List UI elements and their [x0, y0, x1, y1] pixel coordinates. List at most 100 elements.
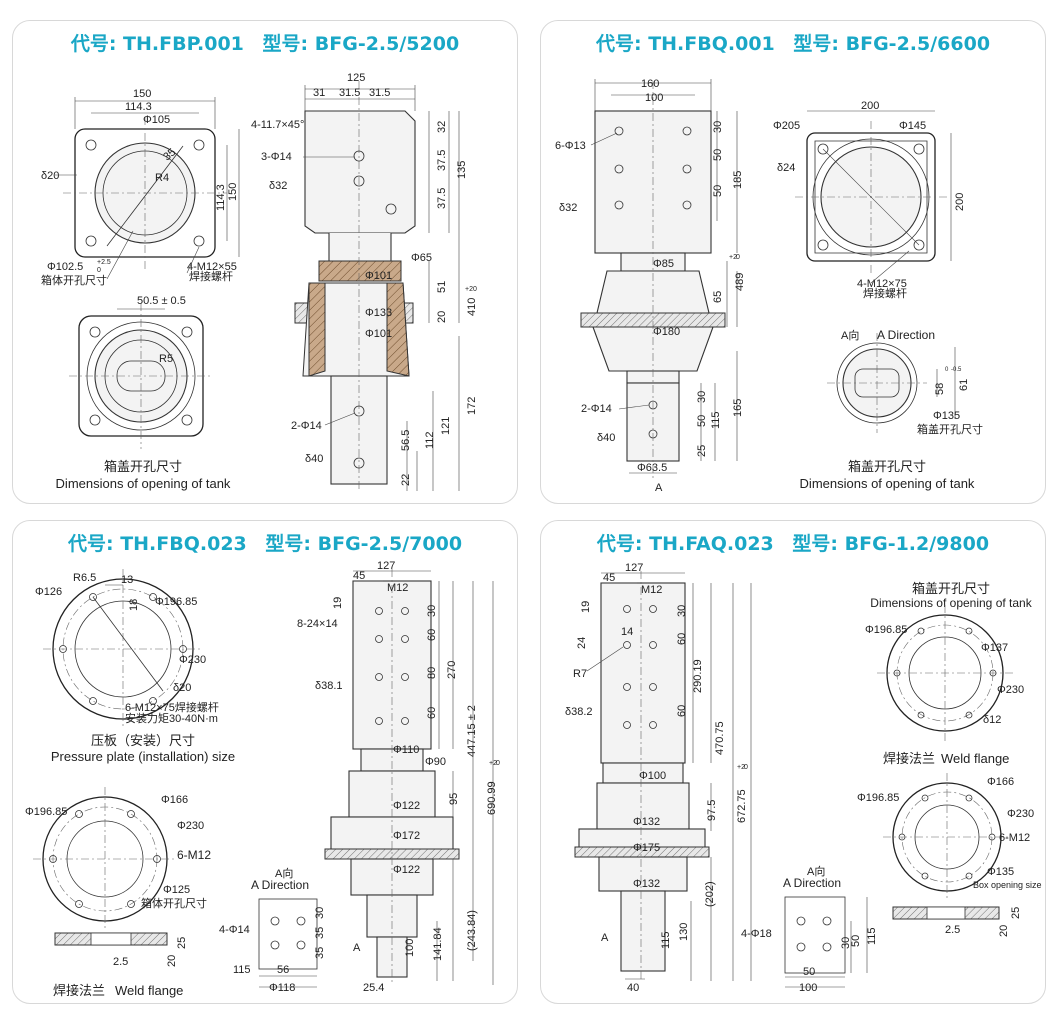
dim-label: Φ135	[933, 410, 960, 422]
dim-label: Φ135	[987, 866, 1014, 878]
dim-label: 470.75	[714, 721, 726, 755]
caption-cn: 箱盖开孔尺寸	[848, 459, 926, 474]
dim-label: 61	[958, 379, 970, 391]
dim-tolerance: +2	[737, 764, 745, 771]
dim-label: 20	[998, 925, 1010, 937]
code-value: TH.FBQ.023	[120, 533, 247, 555]
dim-tolerance: 0	[496, 760, 500, 767]
dim-label: 30	[712, 121, 724, 133]
dim-label: 115	[233, 964, 251, 976]
model-label: 型号:	[793, 33, 839, 55]
dim-label: A	[601, 932, 609, 944]
dim-label: 172	[466, 397, 478, 415]
dim-label: Φ230	[1007, 808, 1034, 820]
dim-label: δ20	[41, 170, 59, 182]
dim-label: 95	[448, 793, 460, 805]
dim-label: Box opening size	[973, 880, 1042, 890]
dim-label: 焊接螺杆	[189, 269, 233, 283]
dim-label: 115	[710, 411, 722, 429]
dim-label: 50.5 ± 0.5	[137, 295, 186, 307]
dim-label: δ32	[559, 202, 577, 214]
dim-label: 45	[603, 572, 615, 584]
dim-label: Φ63.5	[637, 462, 667, 474]
dim-label: 114.3	[215, 184, 227, 211]
dim-label: δ38.2	[565, 706, 593, 718]
drawing-faq-023: 127 45 M12 19 24 14 R7 δ38.2 30 60 290.1…	[565, 562, 1042, 994]
tank-flange-top-view	[795, 110, 952, 273]
drawing-fbp-001: 150 114.3 Φ105 35 R4 114.3 150 δ20 Φ102.…	[41, 72, 478, 491]
caption2-en: Weld flange	[941, 751, 1009, 766]
panel-title: 代号: TH.FBQ.023 型号: BFG-2.5/7000	[13, 529, 517, 556]
pressure-plate-view	[43, 569, 203, 729]
dim-label: 24	[576, 637, 588, 649]
dim-label: Φ132	[633, 878, 660, 890]
a-direction-en: A Direction	[251, 878, 309, 892]
dim-label: Φ145	[899, 120, 926, 132]
dim-label: 270	[446, 661, 458, 679]
dim-label: 30	[676, 605, 688, 617]
panel-fbq-001: 代号: TH.FBQ.001 型号: BFG-2.5/6600 160	[540, 20, 1046, 504]
dim-label: R7	[573, 668, 587, 680]
dim-tolerance: -0.5	[951, 367, 962, 373]
dim-label: 50	[712, 185, 724, 197]
dim-label: 65	[712, 291, 724, 303]
dim-label: 410	[466, 298, 478, 316]
a-direction-cn: A向	[841, 328, 859, 342]
dim-label: 60	[676, 705, 688, 717]
code-label: 代号:	[67, 533, 114, 555]
dim-label: 489	[734, 273, 746, 291]
dim-label: 安装力矩30-40N·m	[125, 711, 218, 725]
dim-label: 40	[627, 982, 639, 994]
dim-label: 447.15 ± 2	[466, 705, 478, 757]
dim-label: 58	[934, 383, 946, 395]
dim-label: 6-M12	[999, 832, 1030, 844]
weld-flange-view	[33, 787, 177, 946]
model-label: 型号:	[792, 533, 839, 555]
dim-label: Φ132	[633, 816, 660, 828]
a-direction-view	[258, 898, 318, 988]
dim-label: Φ172	[393, 830, 420, 842]
dim-label: 45	[353, 570, 365, 582]
drawing-fbq-023: R6.5 13 Φ126 18 Φ196.85 Φ230 δ20 6-M12×7…	[25, 560, 500, 998]
dim-label: 焊接螺杆	[863, 286, 907, 300]
drawing-fbq-001: 160 100 6-Φ13 δ32 30 50 50 185 Φ85 65 48…	[555, 78, 983, 494]
dim-label: R4	[155, 172, 169, 184]
code-label: 代号:	[595, 33, 642, 55]
dim-label: 150	[227, 183, 239, 201]
model-label: 型号:	[265, 533, 311, 555]
dim-label: 2-Φ14	[581, 403, 612, 415]
dim-label: δ40	[597, 432, 615, 444]
dim-label: Φ101	[365, 328, 392, 340]
dim-label: R5	[159, 353, 173, 365]
dim-label: A	[353, 942, 361, 954]
dim-label: Φ90	[425, 756, 446, 768]
dim-label: 165	[732, 399, 744, 417]
dim-tolerance: +2	[489, 760, 497, 767]
dim-label: 127	[625, 562, 643, 574]
dim-label: 箱体开孔尺寸	[141, 896, 207, 910]
dim-label: 14	[621, 626, 633, 638]
bushing-side-elevation	[294, 81, 460, 491]
dim-label: 37.5	[436, 188, 448, 209]
model-value: BFG-2.5/5200	[314, 33, 460, 55]
dim-label: 115	[866, 927, 878, 945]
dim-label: 56	[277, 964, 289, 976]
dim-label: 箱体开孔尺寸	[41, 273, 107, 287]
caption2-en: Weld flange	[115, 983, 183, 998]
dim-label: 13	[121, 574, 133, 586]
dim-label: 37.5	[436, 150, 448, 171]
dim-label: 100	[799, 982, 817, 994]
tank-flange-top-view	[63, 97, 240, 269]
dim-label: M12	[387, 582, 408, 594]
dim-label: Φ166	[987, 776, 1014, 788]
tank-cover-opening-view	[877, 605, 1013, 741]
model-value: BFG-2.5/7000	[317, 533, 463, 555]
dim-label: δ12	[983, 714, 1001, 726]
dim-label: 50	[696, 415, 708, 427]
a-direction-view	[827, 333, 956, 433]
panel-fbq-023: 代号: TH.FBQ.023 型号: BFG-2.5/7000 R6.5 13 …	[12, 520, 518, 1004]
panel-faq-023: 代号: TH.FAQ.023 型号: BFG-1.2/9800 127 45	[540, 520, 1046, 1004]
code-label: 代号:	[596, 533, 643, 555]
panel-fbp-001: 代号: TH.FBP.001 型号: BFG-2.5/5200 150	[12, 20, 518, 504]
dim-tolerance: +2	[729, 254, 737, 261]
